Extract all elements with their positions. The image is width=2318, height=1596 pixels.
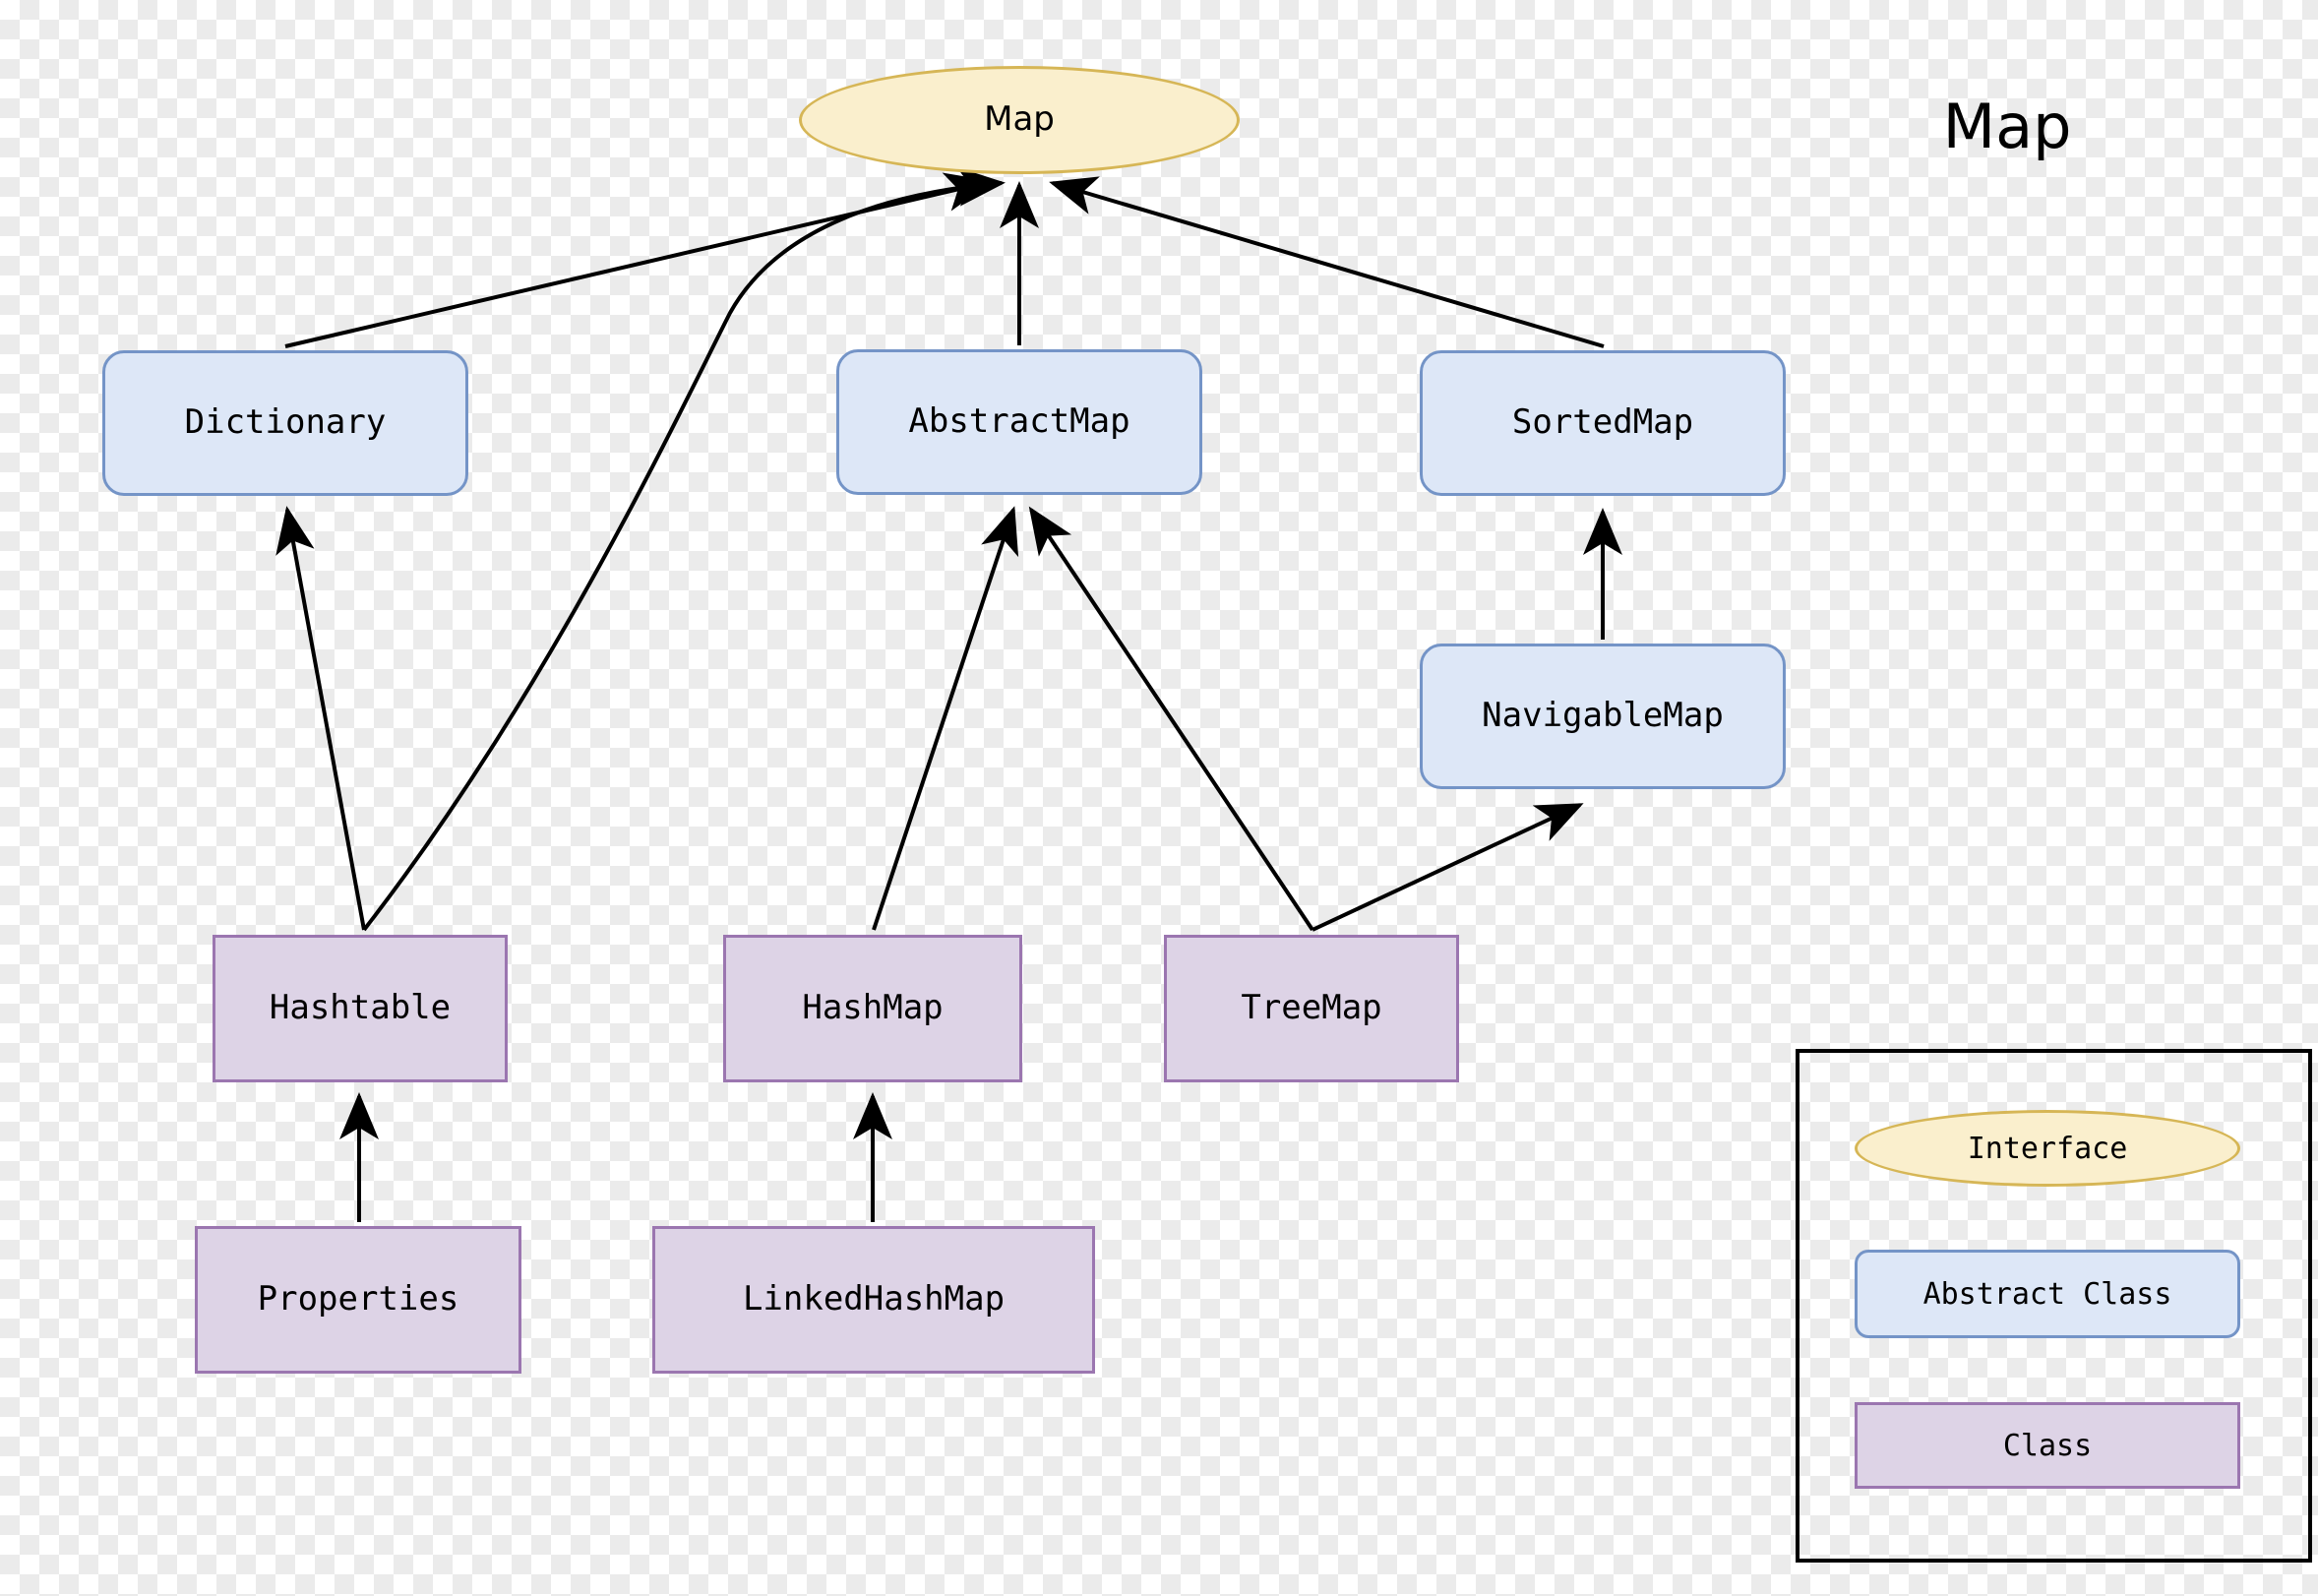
node-hashmap[interactable]: HashMap xyxy=(723,935,1022,1082)
node-label: Hashtable xyxy=(269,988,452,1028)
node-properties[interactable]: Properties xyxy=(195,1226,521,1374)
page-title: Map xyxy=(1943,91,2072,162)
node-linkedhashmap[interactable]: LinkedHashMap xyxy=(652,1226,1095,1374)
node-label: NavigableMap xyxy=(1482,696,1724,736)
node-label: Map xyxy=(984,99,1055,140)
node-map[interactable]: Map xyxy=(799,66,1240,174)
edge-sortedmap-to-map xyxy=(1049,176,1605,348)
legend-item-label: Abstract Class xyxy=(1922,1276,2172,1312)
edge-treemap-to-navigablemap xyxy=(1312,803,1584,932)
legend-item-label: Interface xyxy=(1967,1131,2128,1166)
node-label: Dictionary xyxy=(184,402,387,443)
edge-hashtable-to-dictionary xyxy=(275,506,366,931)
page-title-text: Map xyxy=(1942,91,2072,162)
node-label: TreeMap xyxy=(1241,988,1382,1028)
legend-item-label: Class xyxy=(2002,1428,2093,1463)
edge-hashmap-to-abstractmap xyxy=(872,506,1019,931)
node-label: SortedMap xyxy=(1511,402,1694,443)
node-label: AbstractMap xyxy=(908,401,1130,442)
node-abstractmap[interactable]: AbstractMap xyxy=(836,349,1202,495)
node-navigablemap[interactable]: NavigableMap xyxy=(1420,644,1786,789)
edge-hashtable-to-map xyxy=(362,166,1006,932)
node-treemap[interactable]: TreeMap xyxy=(1164,935,1459,1082)
node-label: HashMap xyxy=(802,988,944,1028)
node-sortedmap[interactable]: SortedMap xyxy=(1420,350,1786,496)
legend-item-abstract-class: Abstract Class xyxy=(1855,1250,2240,1338)
node-dictionary[interactable]: Dictionary xyxy=(102,350,468,496)
edge-dictionary-to-map xyxy=(284,172,993,348)
node-hashtable[interactable]: Hashtable xyxy=(213,935,508,1082)
edge-treemap-to-abstractmap xyxy=(1028,506,1314,932)
node-label: Properties xyxy=(257,1279,459,1320)
legend-item-class: Class xyxy=(1855,1402,2240,1489)
legend: Interface Abstract Class Class xyxy=(1796,1049,2312,1563)
legend-item-interface: Interface xyxy=(1855,1110,2240,1187)
node-label: LinkedHashMap xyxy=(742,1279,1006,1320)
